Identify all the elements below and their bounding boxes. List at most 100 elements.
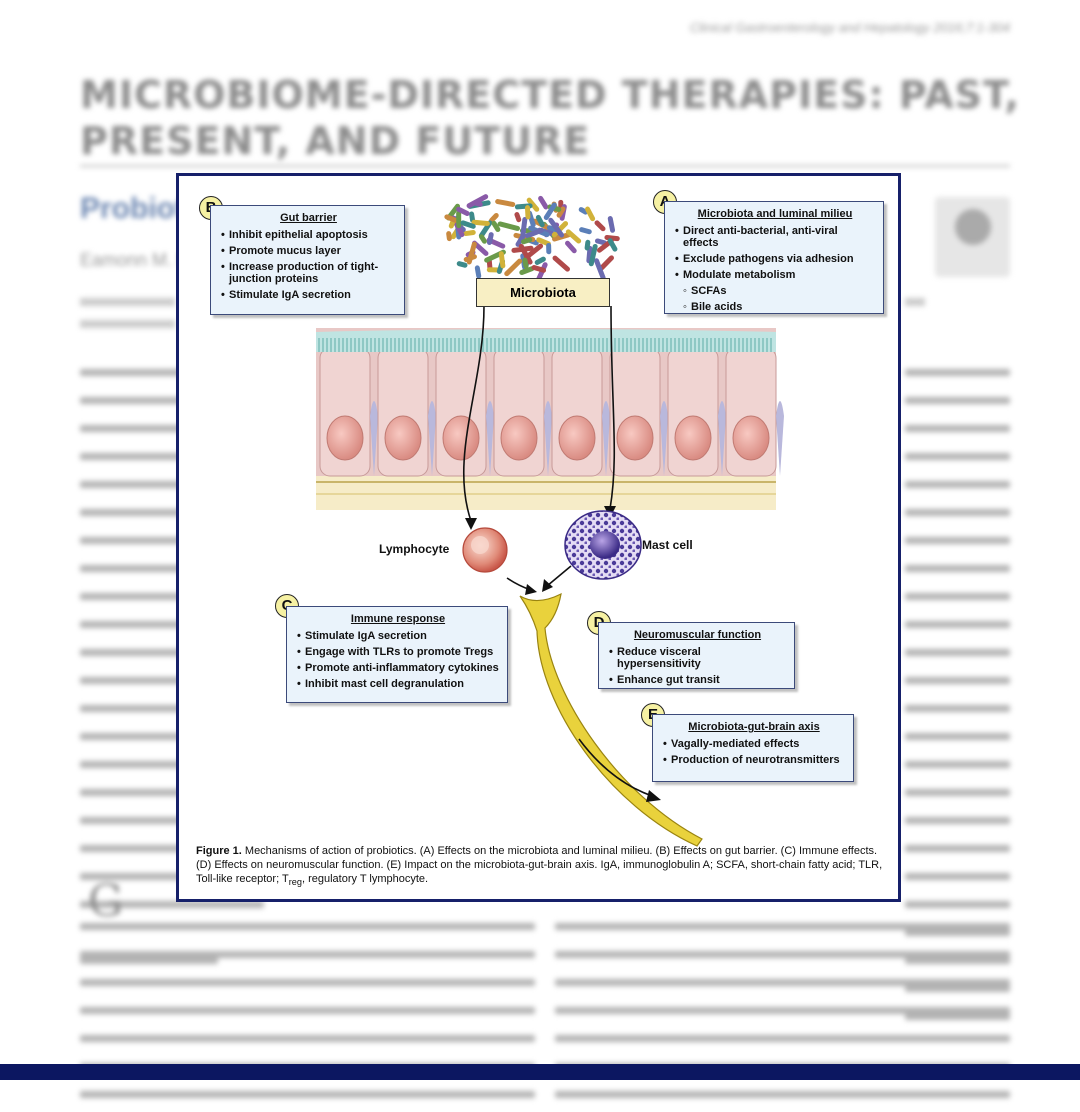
cell-nucleus: [558, 415, 596, 461]
cell-nucleus: [732, 415, 770, 461]
bottom-right-text: [555, 916, 1010, 1112]
bacterium: [594, 258, 606, 281]
caption-label: Figure 1.: [196, 845, 242, 857]
caption-text-end: , regulatory T lymphocyte.: [301, 873, 429, 885]
bacterium: [531, 265, 547, 273]
arrowhead: [465, 518, 477, 530]
panel-immune-response: Immune response Stimulate IgA secretion …: [286, 606, 508, 703]
goblet-cell: [370, 401, 378, 476]
goblet-cell: [602, 401, 610, 476]
list-item: Promote mucus layer: [221, 245, 396, 257]
bacterium: [511, 245, 534, 253]
lymphocyte-cell: [462, 527, 508, 573]
bacterium: [524, 227, 544, 239]
arrowhead: [525, 584, 537, 595]
affiliation-line: [905, 298, 925, 306]
list-item: Vagally-mediated effects: [663, 738, 845, 750]
list-subitem: Bile acids: [675, 301, 875, 313]
drop-cap: G: [88, 876, 124, 927]
caption-text: Mechanisms of action of probiotics. (A) …: [196, 845, 883, 885]
list-item: Increase production of tight-junction pr…: [221, 261, 396, 285]
panel-title: Gut barrier: [280, 212, 337, 224]
bacterium: [479, 234, 487, 244]
cell-nucleus: [500, 415, 538, 461]
bacterium: [524, 243, 544, 260]
bacterium: [514, 212, 522, 223]
bacterium: [522, 257, 529, 269]
article-title: MICROBIOME-DIRECTED THERAPIES: PAST, PRE…: [80, 73, 1020, 163]
panel-title: Immune response: [350, 613, 446, 625]
mast-cell: [564, 510, 642, 580]
list-item: Engage with TLRs to promote Tregs: [297, 646, 499, 658]
bacterium: [491, 220, 501, 232]
microbiota-cluster: [444, 194, 620, 283]
panel-microbiota-gut-brain-axis: Microbiota-gut-brain axis Vagally-mediat…: [652, 714, 854, 782]
list-item: Enhance gut transit: [609, 674, 786, 686]
figure-1: Microbiota Lymphocyte Mast cell B Gut ba…: [176, 173, 901, 902]
cell-nucleus: [384, 415, 422, 461]
bacterium: [463, 229, 476, 237]
right-text-column: [905, 362, 1010, 1034]
bacterium: [599, 255, 614, 271]
bacterium: [497, 221, 520, 231]
cell-nucleus: [616, 415, 654, 461]
bacterium: [466, 194, 489, 209]
bacterium: [520, 216, 528, 240]
bacterium: [466, 241, 477, 265]
list-item: Stimulate IgA secretion: [221, 289, 396, 301]
bacterium: [474, 265, 482, 279]
goblet-cell: [544, 401, 552, 476]
bacterium: [514, 203, 533, 210]
arrowhead: [646, 790, 661, 802]
lymphocyte-label: Lymphocyte: [379, 542, 450, 556]
bacterium: [585, 206, 596, 222]
bacterium: [548, 217, 565, 238]
bacterium: [543, 202, 557, 221]
bacterium: [456, 261, 468, 268]
mast-cell-label: Mast cell: [642, 538, 693, 552]
bacterium: [579, 227, 592, 235]
list-item: Exclude pathogens via adhesion: [675, 253, 875, 265]
bacterium: [535, 214, 545, 228]
list-item: Direct anti-bacterial, anti-viral effect…: [675, 225, 875, 249]
bacterium: [519, 266, 535, 275]
bacterium: [565, 229, 582, 244]
journal-logo: [935, 197, 1010, 277]
goblet-cell: [428, 401, 436, 476]
vagal-nerve: [519, 592, 703, 847]
bacterium: [446, 231, 452, 242]
bacterium: [489, 212, 499, 223]
bacterium: [498, 251, 506, 269]
bacterium: [594, 220, 606, 232]
bacterium: [534, 256, 546, 265]
bacterium: [486, 232, 494, 245]
epithelium-illustration: [316, 328, 784, 510]
arrow-to-mast-cell: [609, 305, 616, 510]
bacterium: [546, 242, 552, 255]
bacterium: [504, 258, 523, 277]
bacterium: [584, 239, 591, 251]
panel-neuromuscular-function: Neuromuscular function Reduce visceral h…: [598, 622, 795, 689]
panel-gut-barrier: Gut barrier Inhibit epithelial apoptosis…: [210, 205, 405, 315]
panel-title: Neuromuscular function: [633, 629, 762, 641]
bacterium: [456, 206, 470, 217]
bacterium: [552, 255, 570, 272]
nerve-direction-arrow: [578, 738, 653, 797]
figure-illustration: [316, 194, 784, 847]
title-rule: [80, 165, 1010, 167]
list-item: Reduce visceral hypersensitivity: [609, 646, 786, 670]
bacterium: [578, 207, 589, 215]
bacterium: [607, 238, 618, 252]
arrowhead: [542, 579, 553, 592]
bacterium: [607, 216, 616, 233]
bacterium: [524, 205, 531, 220]
arrow-mast-to-nerve: [546, 565, 572, 587]
bacterium: [538, 195, 549, 210]
list-item: Production of neurotransmitters: [663, 754, 845, 766]
bacterium: [495, 199, 516, 207]
panel-title: Microbiota-gut-brain axis: [688, 721, 820, 733]
list-item: Inhibit mast cell degranulation: [297, 678, 499, 690]
bacterium: [565, 240, 577, 254]
list-subitem: SCFAs: [675, 285, 875, 297]
list-item: Inhibit epithelial apoptosis: [221, 229, 396, 241]
